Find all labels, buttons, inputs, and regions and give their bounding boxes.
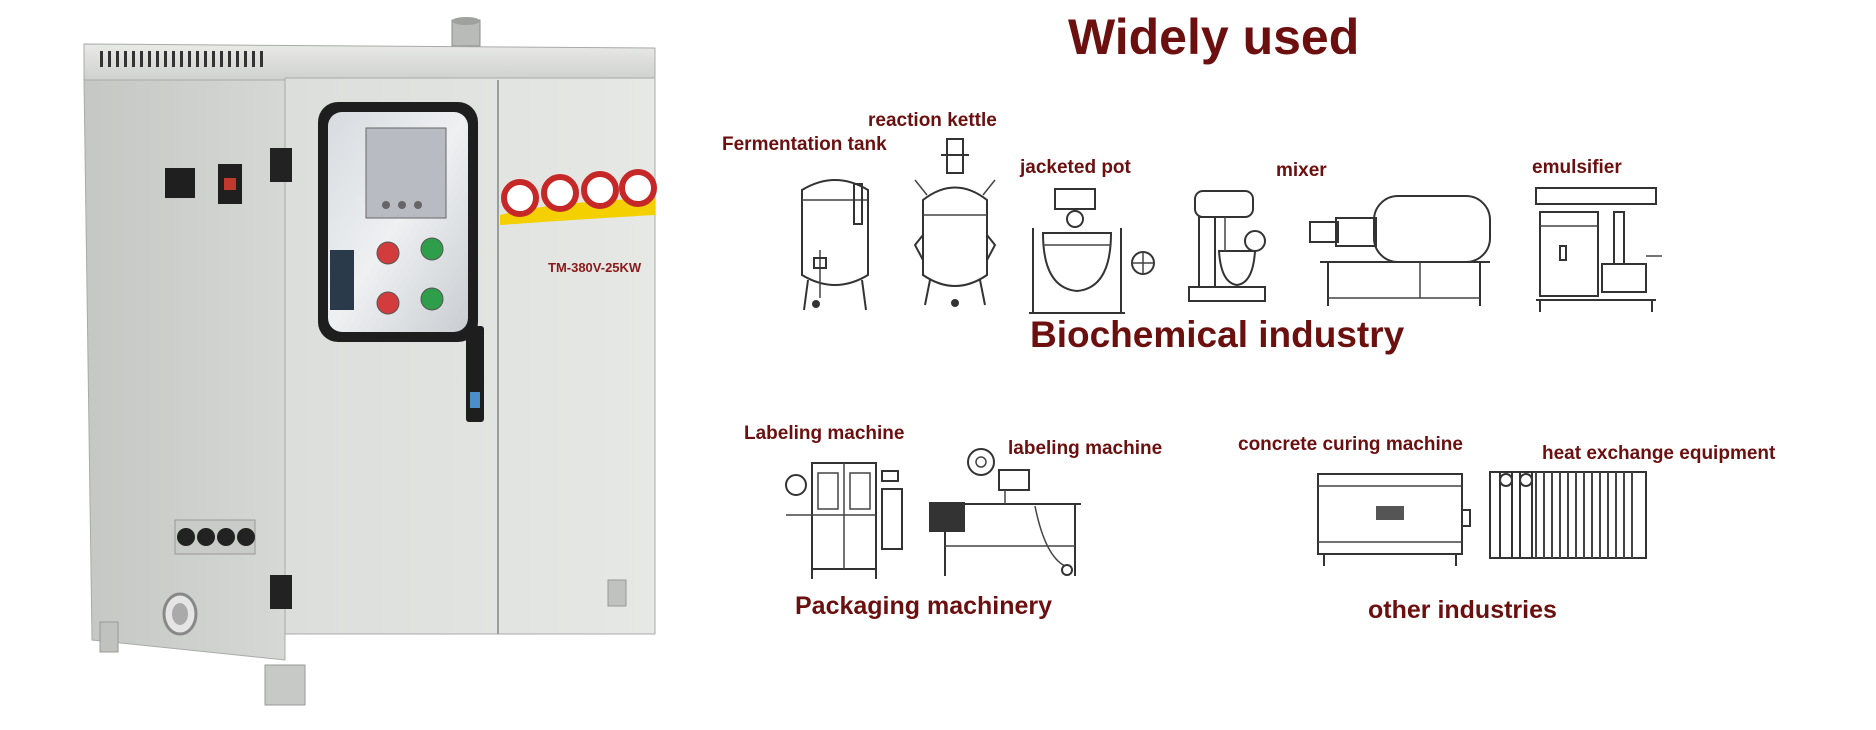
emulsifier-drawing [1535, 187, 1662, 312]
steam-generator-photo: TM-380V-25KW [0, 0, 680, 725]
model-label: TM-380V-25KW [548, 260, 642, 275]
jacketed-pot-drawing [1029, 188, 1155, 314]
label-concrete-curing-machine: concrete curing machine [1238, 434, 1463, 455]
steam-generator-illustration: TM-380V-25KW [83, 17, 657, 706]
label-mixer: mixer [1276, 160, 1327, 181]
label-reaction-kettle: reaction kettle [868, 110, 997, 131]
label-labeling-machine-1: Labeling machine [744, 423, 905, 444]
label-jacketed-pot: jacketed pot [1020, 157, 1131, 178]
label-fermentation-tank: Fermentation tank [722, 134, 887, 155]
label-labeling-machine-2: labeling machine [1008, 438, 1163, 459]
labeling-machine-1-drawing [785, 462, 903, 579]
tumbler-drawing [1309, 195, 1491, 306]
section-title-other: other industries [1368, 596, 1557, 624]
mixer-drawing [1188, 190, 1266, 302]
label-emulsifier: emulsifier [1532, 157, 1622, 178]
concrete-curing-machine-drawing [1317, 473, 1471, 566]
section-title-biochemical: Biochemical industry [1030, 314, 1405, 355]
main-title: Widely used [1068, 9, 1360, 65]
reaction-kettle-drawing [913, 138, 997, 307]
fermentation-tank-drawing [801, 179, 869, 311]
heat-exchange-equipment-drawing [1489, 471, 1647, 559]
labeling-machine-2-drawing [929, 448, 1081, 576]
label-heat-exchange-equipment: heat exchange equipment [1542, 443, 1776, 464]
section-title-packaging: Packaging machinery [795, 592, 1053, 620]
